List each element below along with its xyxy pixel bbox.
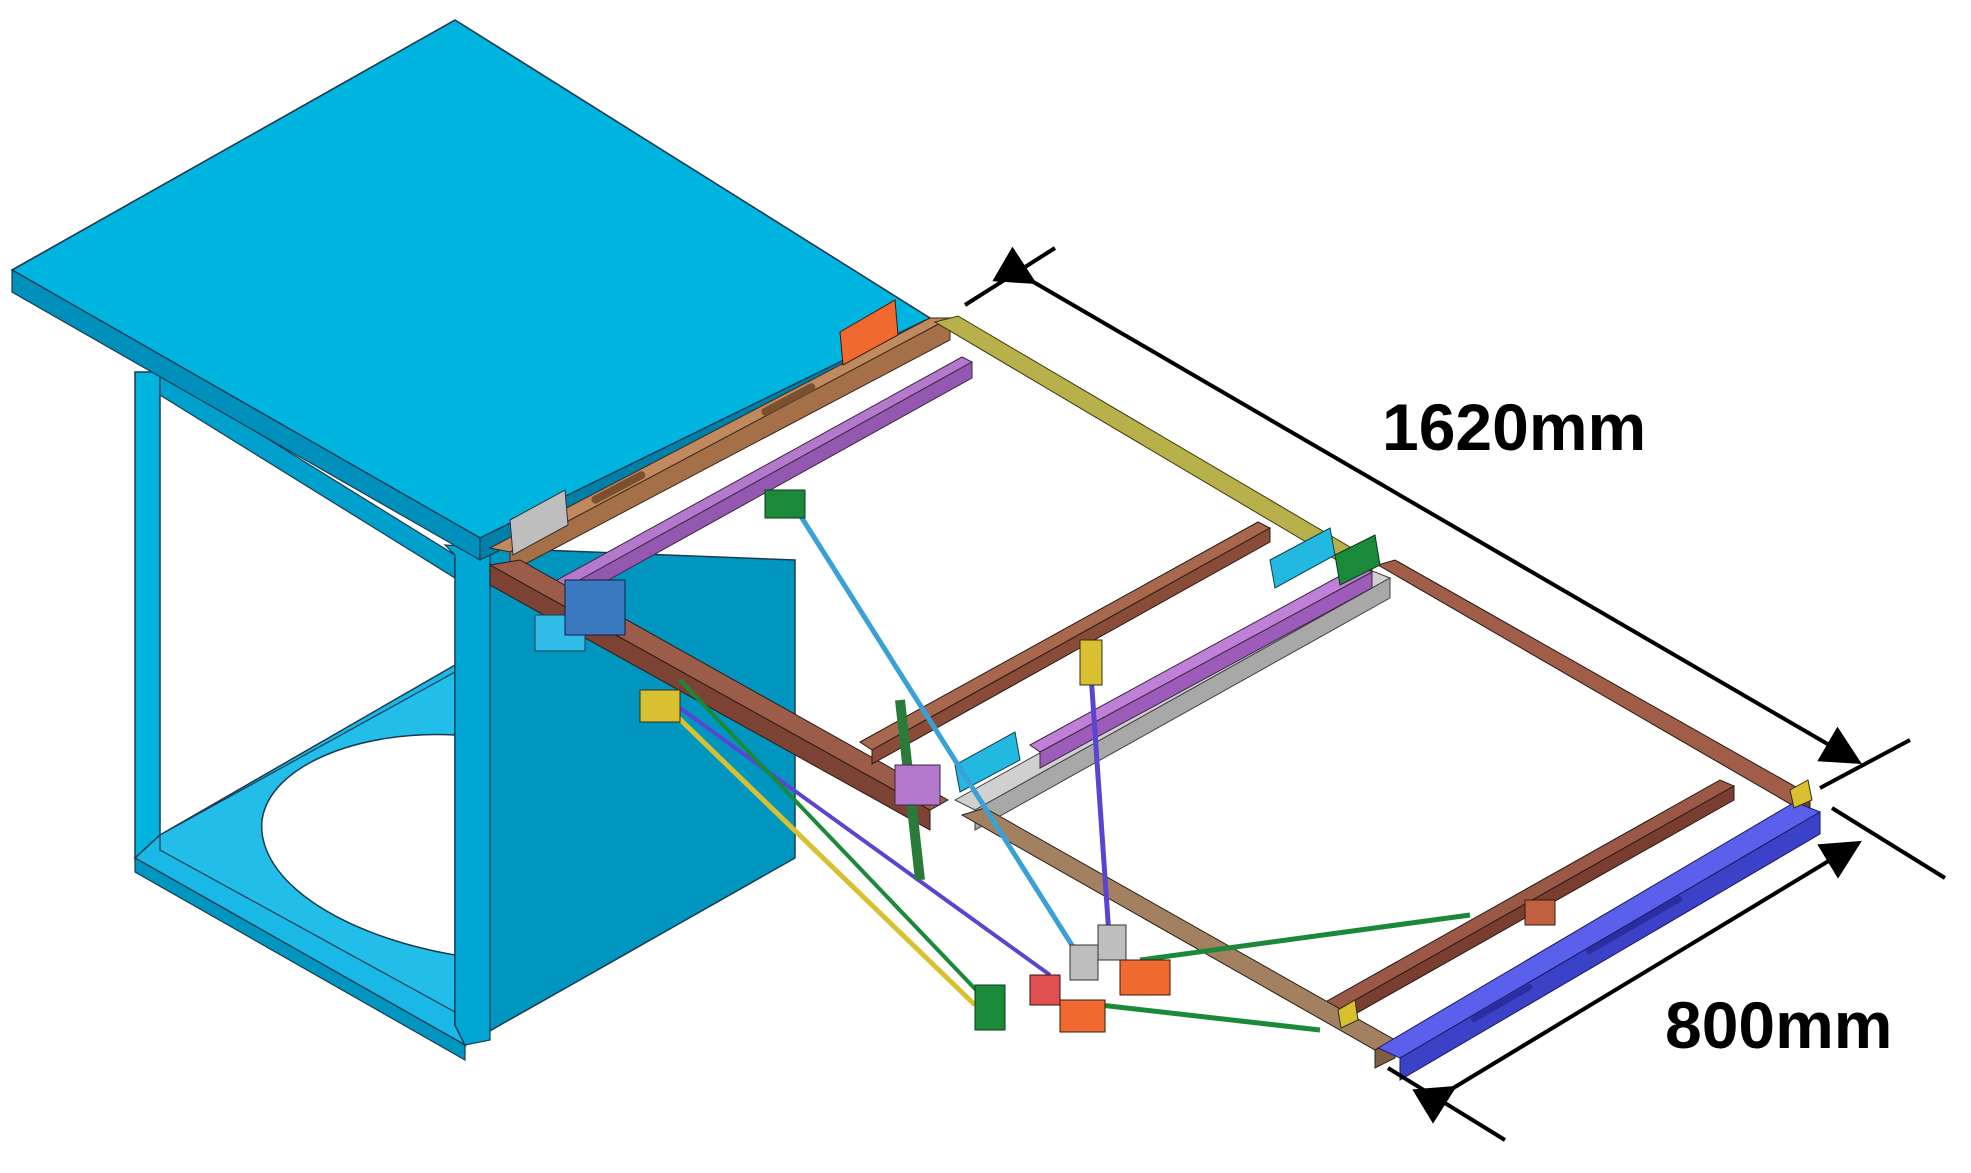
block-purple <box>894 764 941 806</box>
dimension-label-width: 800mm <box>1665 988 1893 1062</box>
block-red <box>1029 974 1061 1006</box>
block-silver <box>1069 944 1099 981</box>
table <box>10 19 932 1062</box>
dimension-label-length: 1620mm <box>1382 390 1646 464</box>
dimension-extension-line <box>1386 1066 1507 1142</box>
block-silver <box>1097 924 1127 961</box>
bracket-yellow <box>1337 999 1359 1029</box>
rod-blue <box>797 513 1078 952</box>
rail-brown-right <box>1376 559 1812 806</box>
rail-slot <box>591 471 646 504</box>
dimension-800: 800mm <box>1386 806 1947 1142</box>
shelf-circular-cutout <box>261 733 456 956</box>
block-orange <box>1119 959 1171 996</box>
block-blue <box>564 579 626 636</box>
table-bottom-front-edge <box>134 856 466 1062</box>
rod-green <box>678 678 1002 1017</box>
dimension-extension-line <box>1819 738 1911 790</box>
hinge-silver <box>509 489 569 556</box>
block-yellow <box>1079 639 1103 686</box>
dimension-extension-line <box>963 246 1057 307</box>
block-green <box>764 489 806 519</box>
dimension-1620: 1620mm <box>963 246 1911 790</box>
rail-silver-face <box>974 577 1391 831</box>
table-left-leg <box>134 371 161 860</box>
rod-yellow <box>658 698 977 1007</box>
rail-slot <box>761 383 816 416</box>
rod-green <box>1099 1002 1321 1033</box>
crossbar-middle <box>859 521 1272 751</box>
dimension-arrow-1620 <box>992 246 1862 765</box>
dimension-extension-line <box>1830 806 1947 880</box>
rod-violet <box>653 688 1052 977</box>
hinge-orange <box>839 299 899 366</box>
bracket-yellow <box>1789 779 1813 809</box>
block-yellow <box>639 689 681 723</box>
dimension-arrow-800 <box>1412 840 1862 1124</box>
actuator-blocks <box>534 489 1556 1033</box>
block-green <box>974 984 1006 1031</box>
block-orange <box>1059 999 1106 1033</box>
block-olive <box>1524 899 1556 926</box>
